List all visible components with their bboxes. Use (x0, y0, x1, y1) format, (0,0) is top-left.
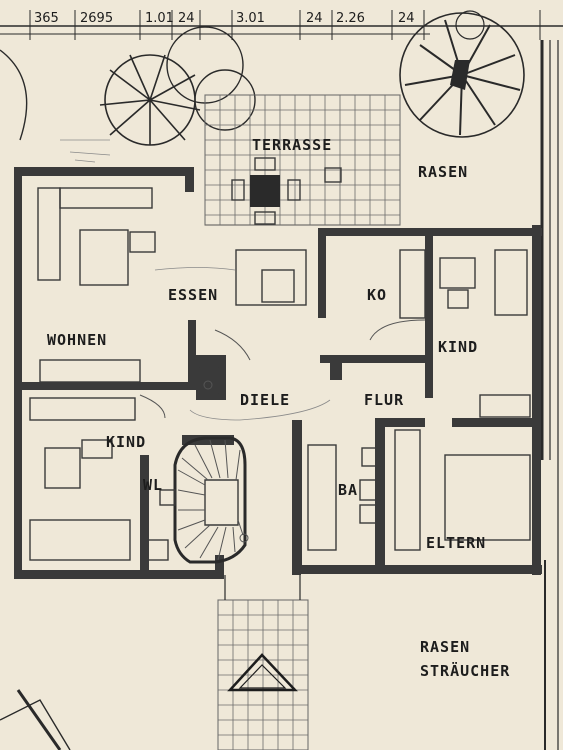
terrace-grid (204, 94, 401, 226)
room-label-ba: BA (338, 481, 358, 499)
left-arc (0, 49, 28, 141)
room-label-eltern: ELTERN (426, 534, 486, 552)
dim-8: 24 (398, 11, 415, 26)
staircase (173, 436, 249, 564)
dim-7: 2.26 (336, 11, 365, 26)
dimension-line (0, 10, 563, 40)
room-label-straeucher: STRÄUCHER (420, 661, 510, 680)
tree-left (99, 26, 256, 146)
room-label-diele: DIELE (240, 391, 290, 409)
tree-right (399, 10, 525, 138)
bottom-left-wall (16, 689, 62, 750)
room-label-wohnen: WOHNEN (47, 331, 107, 349)
room-label-essen: ESSEN (168, 286, 218, 304)
dim-6: 24 (306, 11, 323, 26)
room-label-kind-left: KIND (106, 433, 146, 451)
entrance-path (217, 575, 309, 750)
room-label-rasen-bottom: RASEN (420, 638, 470, 656)
room-label-kind-right: KIND (438, 338, 478, 356)
dim-1: 365 (34, 11, 59, 26)
room-label-terrasse: TERRASSE (252, 136, 332, 154)
room-label-flur: FLUR (364, 391, 404, 409)
interior-walls (140, 228, 537, 575)
dim-2: 2695 (80, 11, 113, 26)
room-label-wl: WL (143, 476, 163, 494)
exterior-walls (14, 167, 542, 579)
dim-4: 24 (178, 11, 195, 26)
right-edge-lines (540, 40, 559, 750)
room-label-rasen-top: RASEN (418, 163, 468, 181)
dim-5: 3.01 (236, 11, 265, 26)
furniture (29, 139, 531, 561)
room-label-ko: KO (367, 286, 387, 304)
dim-3: 1.01 (145, 11, 174, 26)
